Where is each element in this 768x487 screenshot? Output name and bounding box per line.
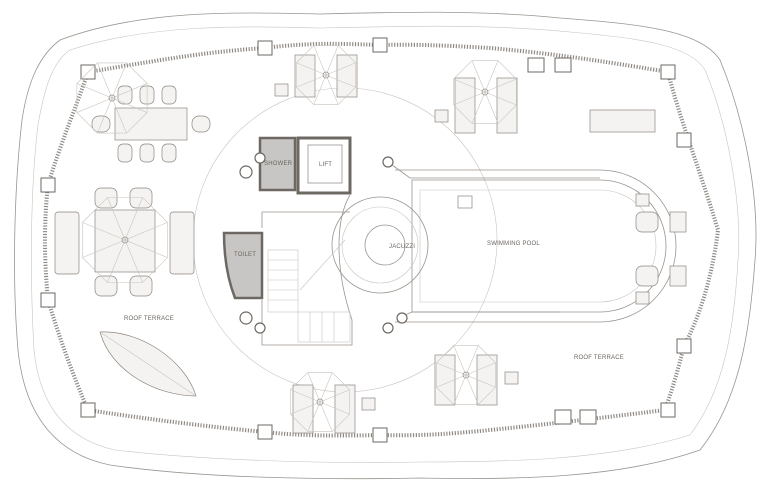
- pool-inner: [419, 189, 657, 303]
- umbrella-icon: [290, 372, 350, 432]
- umbrella-icon: [436, 345, 496, 405]
- toilet-label: TOILET: [234, 252, 256, 258]
- umbrella-icon: [82, 197, 168, 283]
- swimming-pool: [411, 179, 667, 313]
- jacuzzi-outer: [331, 196, 429, 294]
- outer-boundary: [14, 11, 757, 480]
- umbrellas: [76, 45, 517, 432]
- lift-label: LIFT: [319, 162, 332, 168]
- lounge-set: [54, 187, 195, 297]
- dining-set: [91, 85, 211, 163]
- shower-label: SHOWER: [264, 161, 293, 167]
- jacuzzi-ring: [341, 206, 419, 284]
- planters: [239, 152, 408, 334]
- sun-loungers: [274, 54, 687, 434]
- swimming-pool-edge: [395, 169, 677, 323]
- jacuzzi-label: JACUZZI: [389, 244, 415, 250]
- leaf-spine: [99, 331, 197, 397]
- balustrade: [43, 41, 721, 438]
- umbrella-icon: [296, 45, 356, 105]
- swimming-pool-label: SWIMMING POOL: [487, 241, 540, 247]
- core-wall: [261, 194, 353, 346]
- balustrade-posts: [40, 37, 692, 443]
- lift-shaft: [296, 136, 352, 195]
- pool-railing-bottom: [397, 311, 560, 319]
- toilet-room: [222, 231, 264, 300]
- jacuzzi: [364, 224, 406, 266]
- lift-car: [307, 144, 343, 184]
- staircase: [267, 239, 351, 343]
- umbrella-icon: [76, 62, 148, 134]
- pool-ladder: [457, 195, 473, 209]
- umbrella-icon: [453, 60, 517, 124]
- roof-terrace-label-left: ROOF TERRACE: [124, 316, 174, 322]
- inner-boundary: [31, 25, 740, 463]
- shower-room: [258, 136, 297, 192]
- pool-railing-top: [387, 161, 600, 179]
- roof-terrace-label-right: ROOF TERRACE: [574, 355, 624, 361]
